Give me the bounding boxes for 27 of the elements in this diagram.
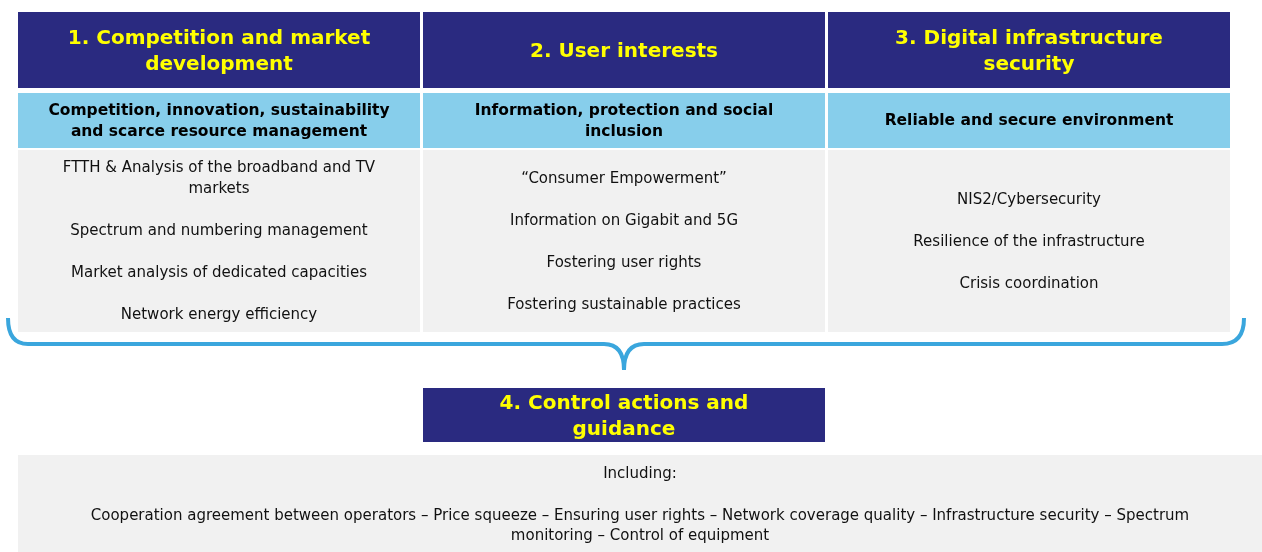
subtitle-box: [423, 93, 825, 148]
subheading-text: Information, protection and social inclusion: [473, 99, 775, 142]
heading-text: 1. Competition and market development: [66, 24, 372, 76]
subheading-text: Reliable and secure environment: [884, 110, 1174, 131]
topic-text: Network energy efficiency: [120, 304, 318, 325]
title-box: [423, 12, 825, 88]
subheading-text: Competition, innovation, sustainability and scarce resource management: [47, 99, 391, 142]
details-text: Cooperation agreement between operators – Price squeeze – Ensuring user rights – Network coverage quality – Infrastructure security – Spectrum monitoring – Control of equipment: [89, 505, 1191, 545]
heading-text: 3. Digital infrastructure security: [894, 24, 1164, 76]
topic-text: Resilience of the infrastructure: [913, 230, 1145, 252]
topic-text: Market analysis of dedicated capacities: [71, 262, 367, 283]
subtitle-box: [828, 93, 1230, 148]
title-box: [18, 12, 420, 88]
title-box: [828, 12, 1230, 88]
heading-text: 4. Control actions and guidance: [498, 389, 750, 441]
title-box: [423, 388, 825, 442]
topic-text: FTTH & Analysis of the broadband and TV markets: [61, 157, 377, 199]
topic-text: Fostering sustainable practices: [507, 293, 741, 315]
topic-text: Spectrum and numbering management: [70, 220, 368, 241]
details-text: Including:: [603, 463, 677, 483]
topic-text: Information on Gigabit and 5G: [509, 209, 738, 231]
heading-text: 2. User interests: [530, 37, 718, 63]
topic-text: NIS2/Cybersecurity: [957, 188, 1101, 210]
topic-text: “Consumer Empowerment”: [521, 167, 727, 189]
topic-text: Fostering user rights: [546, 251, 702, 273]
subtitle-box: [18, 93, 420, 148]
topic-text: Crisis coordination: [959, 272, 1099, 294]
